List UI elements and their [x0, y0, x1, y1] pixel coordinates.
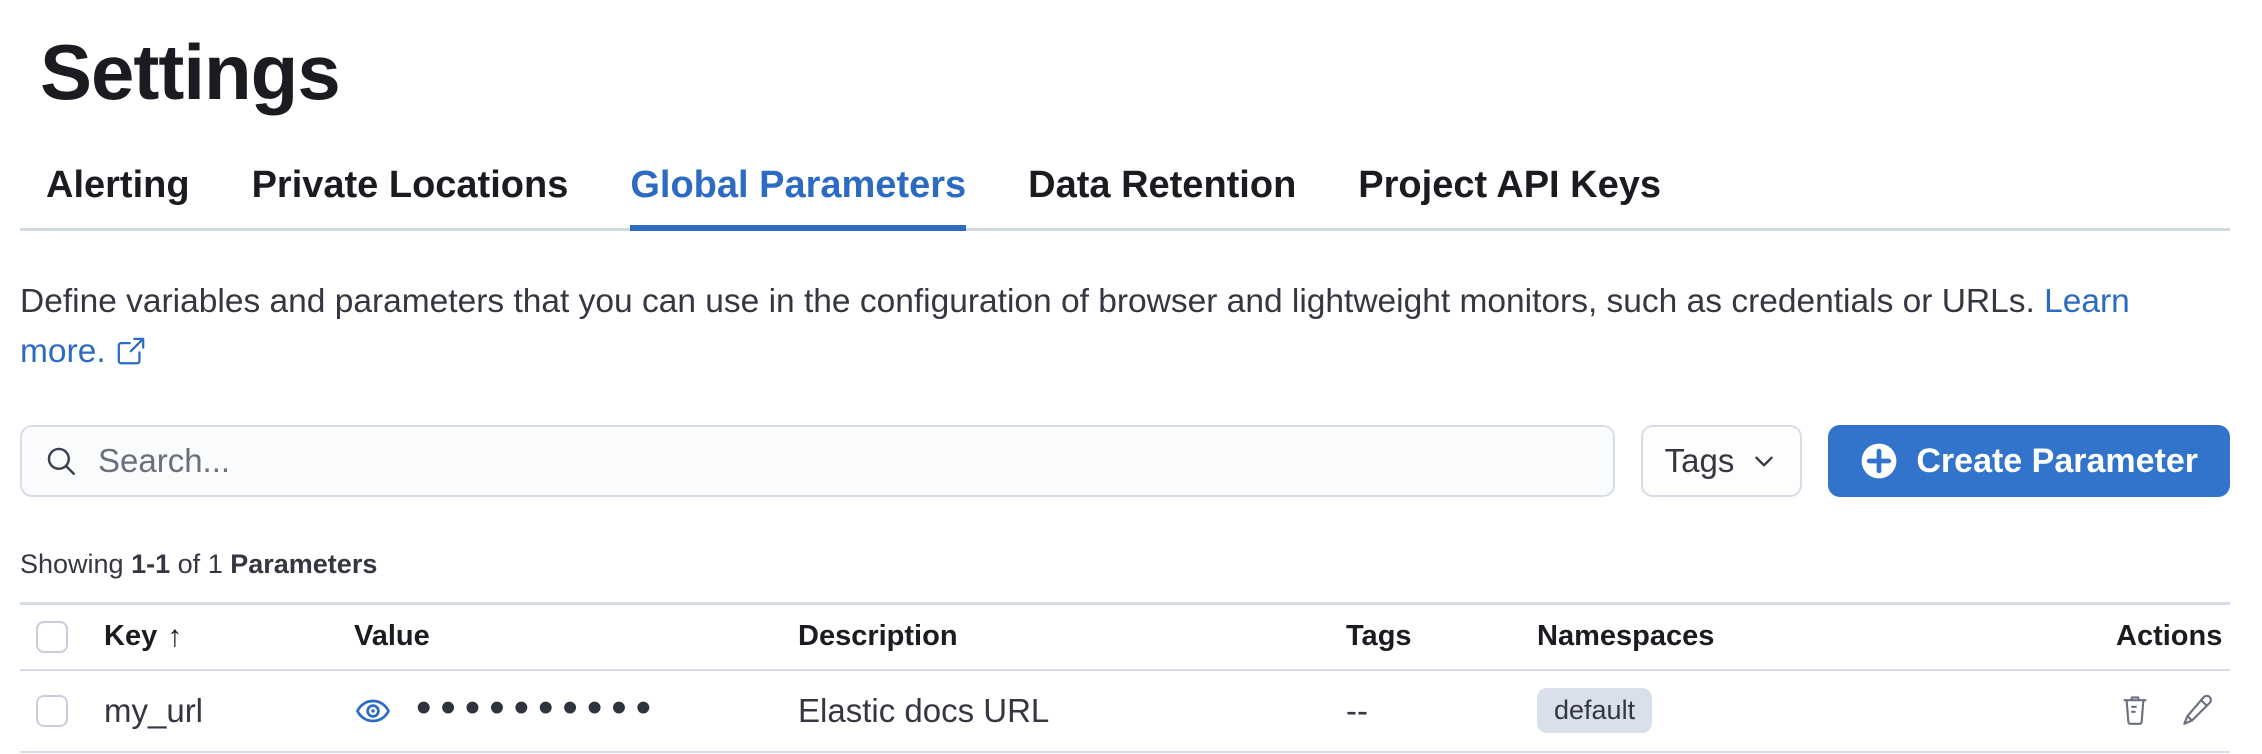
select-all-checkbox[interactable]: [36, 620, 68, 653]
external-link-icon: [116, 331, 146, 381]
summary-total: 1: [207, 549, 223, 579]
summary-showing: Showing: [20, 549, 124, 579]
select-row-checkbox[interactable]: [36, 694, 68, 727]
sort-asc-icon: ↑: [167, 619, 183, 653]
namespace-badge: default: [1537, 688, 1653, 733]
learn-more-link[interactable]: Learn more.: [20, 283, 2130, 370]
column-header-actions: Actions: [2100, 603, 2230, 671]
tab-data-retention[interactable]: Data Retention: [1028, 164, 1297, 206]
settings-page: Settings Alerting Private Locations Glob…: [0, 32, 2262, 753]
cell-tags: --: [1330, 669, 1521, 753]
table-header-row: Key ↑ Value Description Tags Namespaces …: [20, 603, 2230, 671]
page-title: Settings: [40, 28, 341, 116]
description: Define variables and parameters that you…: [20, 277, 2205, 381]
tab-private-locations[interactable]: Private Locations: [251, 164, 569, 206]
description-text: Define variables and parameters that you…: [20, 283, 2035, 320]
toolbar: Tags Create Parameter: [20, 425, 2230, 497]
column-header-tags: Tags: [1330, 603, 1521, 671]
eye-icon[interactable]: [354, 692, 392, 730]
cell-namespaces: default: [1521, 669, 2100, 753]
search-input[interactable]: [98, 442, 1593, 480]
cell-key: my_url: [88, 669, 338, 753]
trash-icon[interactable]: [2118, 694, 2152, 728]
column-header-namespaces: Namespaces: [1521, 603, 2100, 671]
cell-actions: [2116, 694, 2214, 728]
summary-of: of: [177, 549, 201, 579]
summary-range: 1-1: [131, 549, 171, 579]
cell-value: ••••••••••: [354, 685, 766, 730]
tab-bar: Alerting Private Locations Global Parame…: [20, 162, 2230, 231]
column-header-key[interactable]: Key ↑: [88, 603, 338, 671]
summary-entity: Parameters: [230, 549, 378, 579]
column-header-key-label: Key: [104, 620, 158, 653]
column-header-description: Description: [782, 603, 1330, 671]
create-parameter-label: Create Parameter: [1916, 441, 2198, 480]
chevron-down-icon: [1750, 447, 1778, 475]
cell-description: Elastic docs URL: [782, 669, 1330, 753]
tags-filter-button[interactable]: Tags: [1640, 425, 1803, 497]
tags-filter-label: Tags: [1664, 442, 1735, 479]
table-row: my_url •••••••••• Elastic docs URL -- de…: [20, 669, 2230, 753]
parameters-table: Key ↑ Value Description Tags Namespaces …: [20, 602, 2230, 753]
pencil-icon[interactable]: [2180, 694, 2214, 728]
tab-alerting[interactable]: Alerting: [46, 164, 190, 206]
column-header-value: Value: [338, 603, 782, 671]
masked-value: ••••••••••: [416, 682, 661, 732]
tab-project-api-keys[interactable]: Project API Keys: [1358, 164, 1662, 206]
plus-in-circle-icon: [1860, 442, 1898, 480]
tab-global-parameters[interactable]: Global Parameters: [630, 162, 966, 231]
search-box[interactable]: [20, 425, 1615, 497]
search-icon: [44, 444, 78, 478]
results-summary: Showing 1-1 of 1 Parameters: [20, 549, 2230, 580]
create-parameter-button[interactable]: Create Parameter: [1828, 425, 2230, 497]
